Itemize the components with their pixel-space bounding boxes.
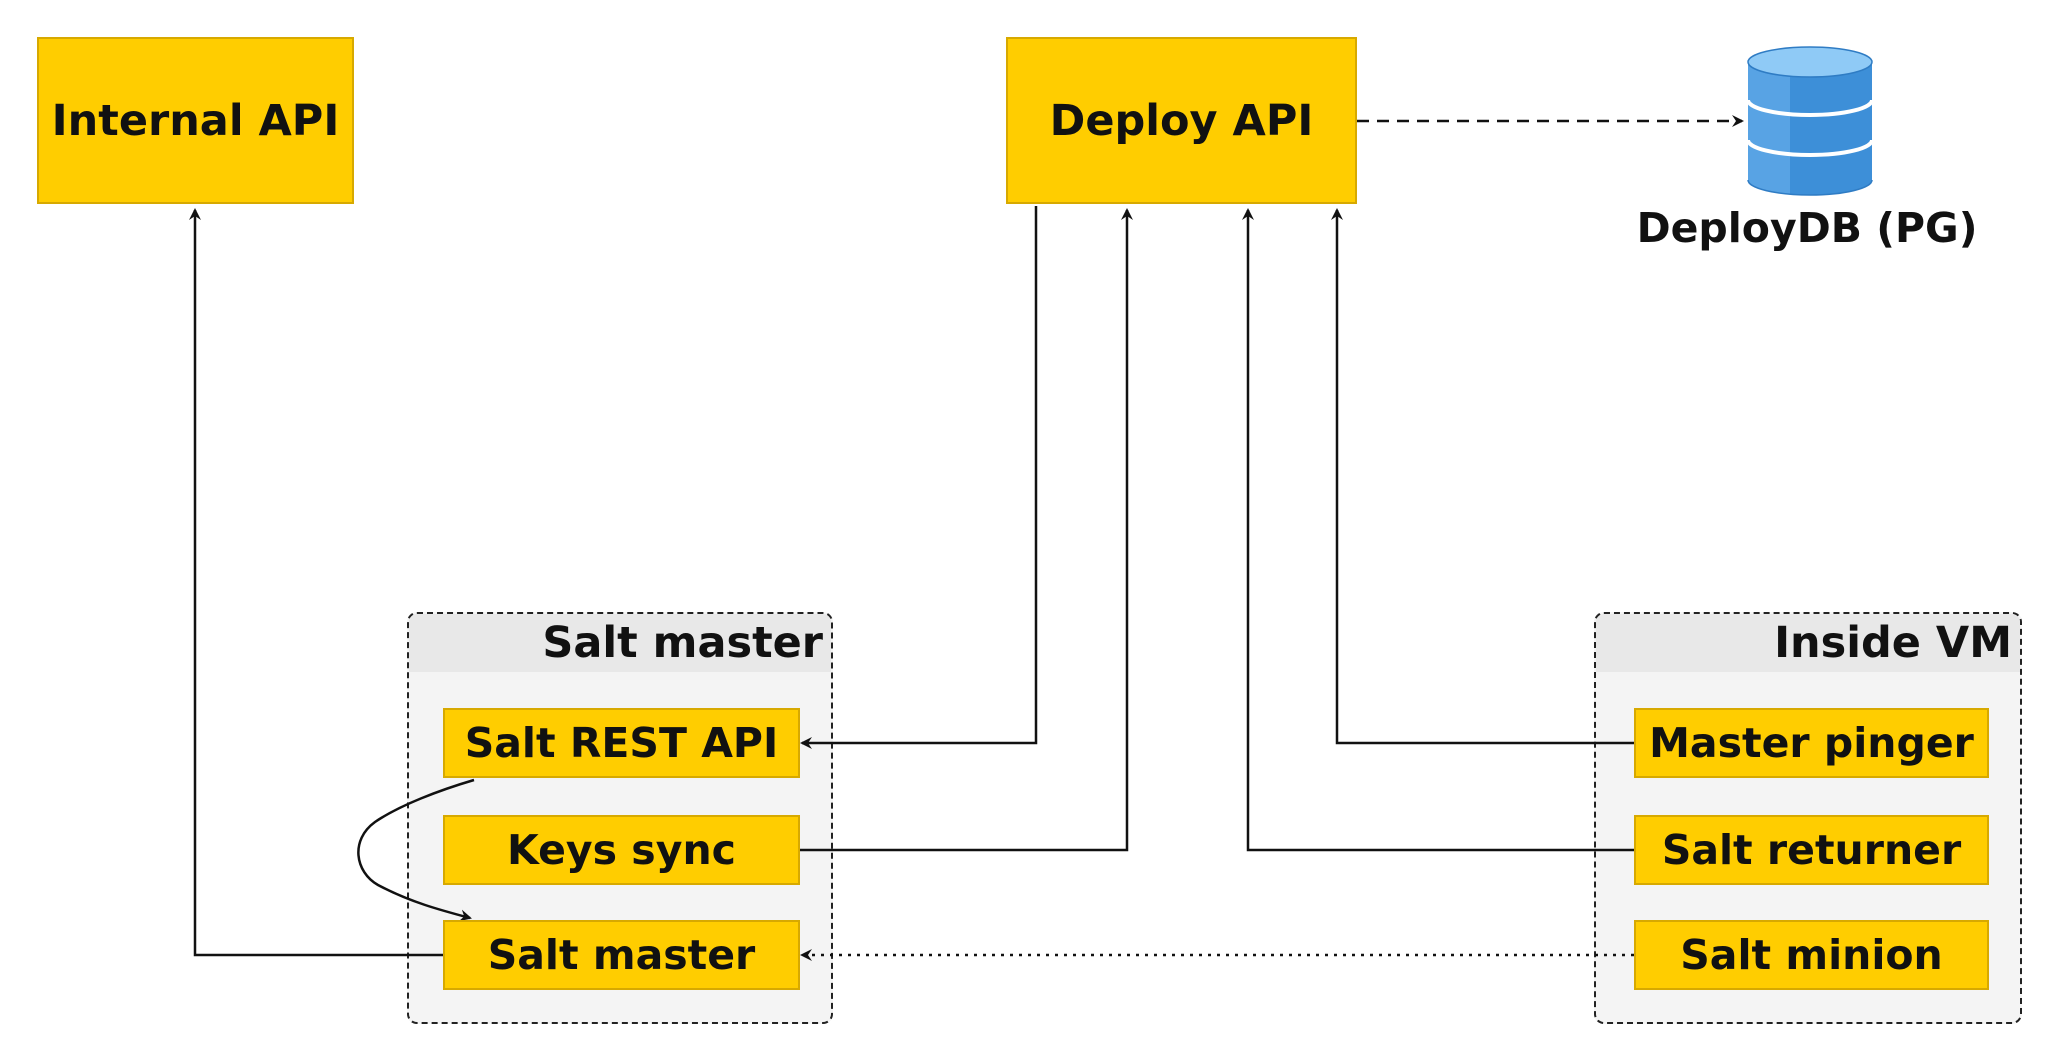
salt-minion-node: Salt minion [1634,920,1989,990]
salt-returner-node: Salt returner [1634,815,1989,885]
edge-deploy-api-to-salt-rest-api [800,206,1038,749]
internal-api-node: Internal API [37,37,354,204]
edge-salt-rest-api-to-salt-master [357,778,475,922]
edge-keys-sync-to-deploy-api [800,208,1133,852]
edge-salt-master-to-internal-api [189,208,443,957]
salt-master-group-title: Salt master [409,614,831,672]
deploy-api-node: Deploy API [1006,37,1357,204]
master-pinger-node: Master pinger [1634,708,1989,778]
salt-master-node: Salt master [443,920,800,990]
inside-vm-group-title: Inside VM [1596,614,2020,672]
edge-salt-returner-to-deploy-api [1242,208,1634,852]
salt-rest-api-node: Salt REST API [443,708,800,778]
edge-master-pinger-to-deploy-api [1331,208,1634,745]
database-icon [1746,46,1874,196]
keys-sync-node: Keys sync [443,815,800,885]
deploydb-label: DeployDB (PG) [1636,204,1978,252]
